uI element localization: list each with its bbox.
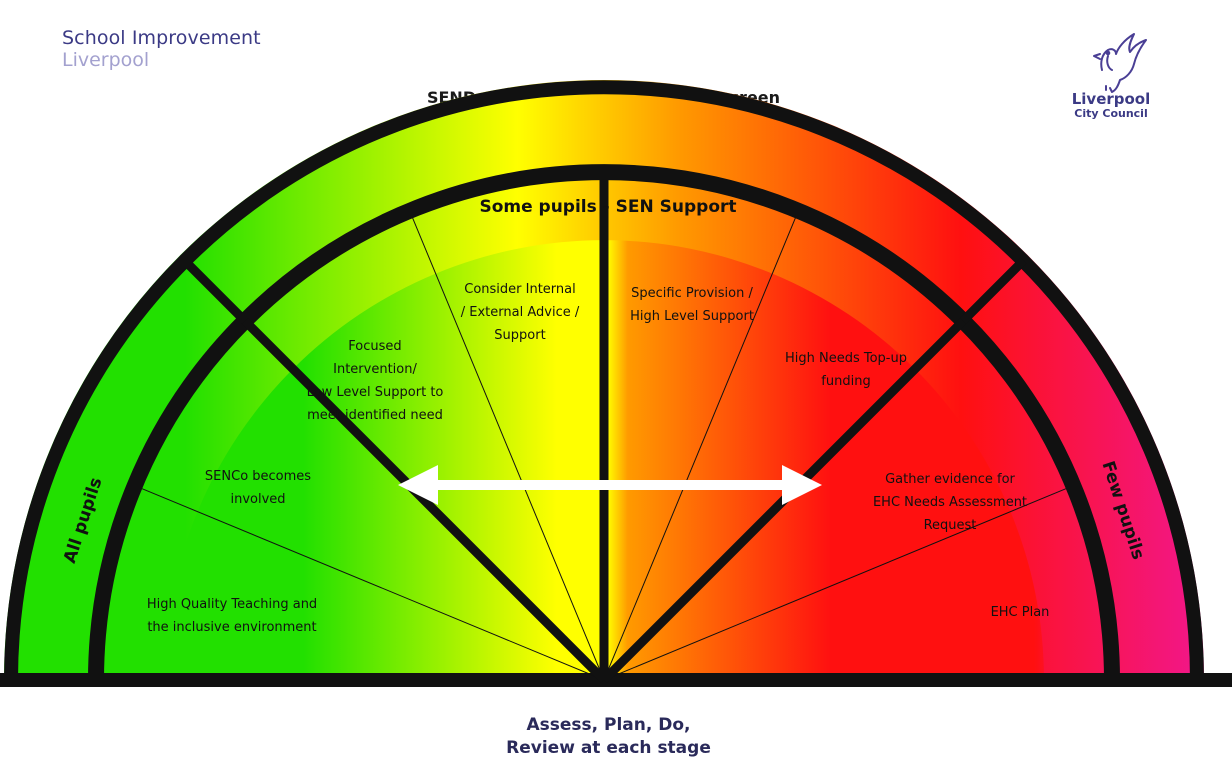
band-label-some-pupils: Some pupils - SEN Support [479,197,736,217]
segment-label-line: / External Advice / [461,305,580,320]
council-name-line-2: City Council [1074,107,1148,120]
thin-divider-3 [412,217,605,681]
footer-line-2: Review at each stage [506,737,711,758]
segment-label-line: Gather evidence for [885,472,1015,487]
segment-label-line: EHC Needs Assessment [873,495,1027,510]
footer-line-1: Assess, Plan, Do, [526,715,691,735]
segment-label-6: High Needs Top-up funding [785,351,907,389]
footer-caption: Assess, Plan, Do, Review at each stage [0,714,1217,760]
segment-label-line: Consider Internal [464,282,575,297]
brand-line-2: Liverpool [62,48,150,71]
segment-label-line: High Needs Top-up [785,351,907,366]
thin-divider-4 [141,488,605,681]
segment-label-line: involved [230,492,285,507]
band-divider-right [960,257,1027,324]
segment-label-1: High Quality Teaching and the inclusive e… [147,597,317,635]
thin-divider-1 [603,488,1067,681]
segment-label-line: EHC Plan [991,605,1050,620]
windscreen-shapes [0,80,1232,687]
segment-label-line: the inclusive environment [147,620,316,635]
segment-dividers [141,217,1067,681]
band-divider-left [181,257,248,324]
council-logo-text: Liverpool City Council [1060,90,1162,120]
segment-label-8: EHC Plan [991,605,1050,620]
segment-label-line: Intervention/ [333,362,417,377]
segment-label-line: High Level Support [630,309,754,324]
outer-frame [4,80,1204,681]
segment-label-line: Focused [348,339,401,354]
segment-label-5: Specific Provision / High Level Support [630,286,754,324]
segment-label-line: Low Level Support to [307,385,444,400]
brand-line-1: School Improvement [62,27,261,49]
segment-label-line: Specific Provision / [631,286,753,301]
segment-label-line: Request [924,518,977,533]
thin-divider-2 [603,217,796,681]
school-improvement-logo: School Improvement Liverpool [62,27,261,72]
segment-label-4: Consider Internal / External Advice / Supp… [461,282,580,343]
liverbird-icon [1093,33,1147,93]
segment-label-line: meet identified need [307,408,443,423]
council-name-line-1: Liverpool [1071,90,1151,108]
segment-label-line: Support [494,328,545,343]
segment-label-2: SENCo becomes involved [205,469,311,507]
segment-label-line: High Quality Teaching and [147,597,317,612]
segment-labels: High Quality Teaching and the inclusive e… [147,282,1050,635]
segment-label-line: SENCo becomes [205,469,311,484]
segment-label-line: funding [821,374,870,389]
